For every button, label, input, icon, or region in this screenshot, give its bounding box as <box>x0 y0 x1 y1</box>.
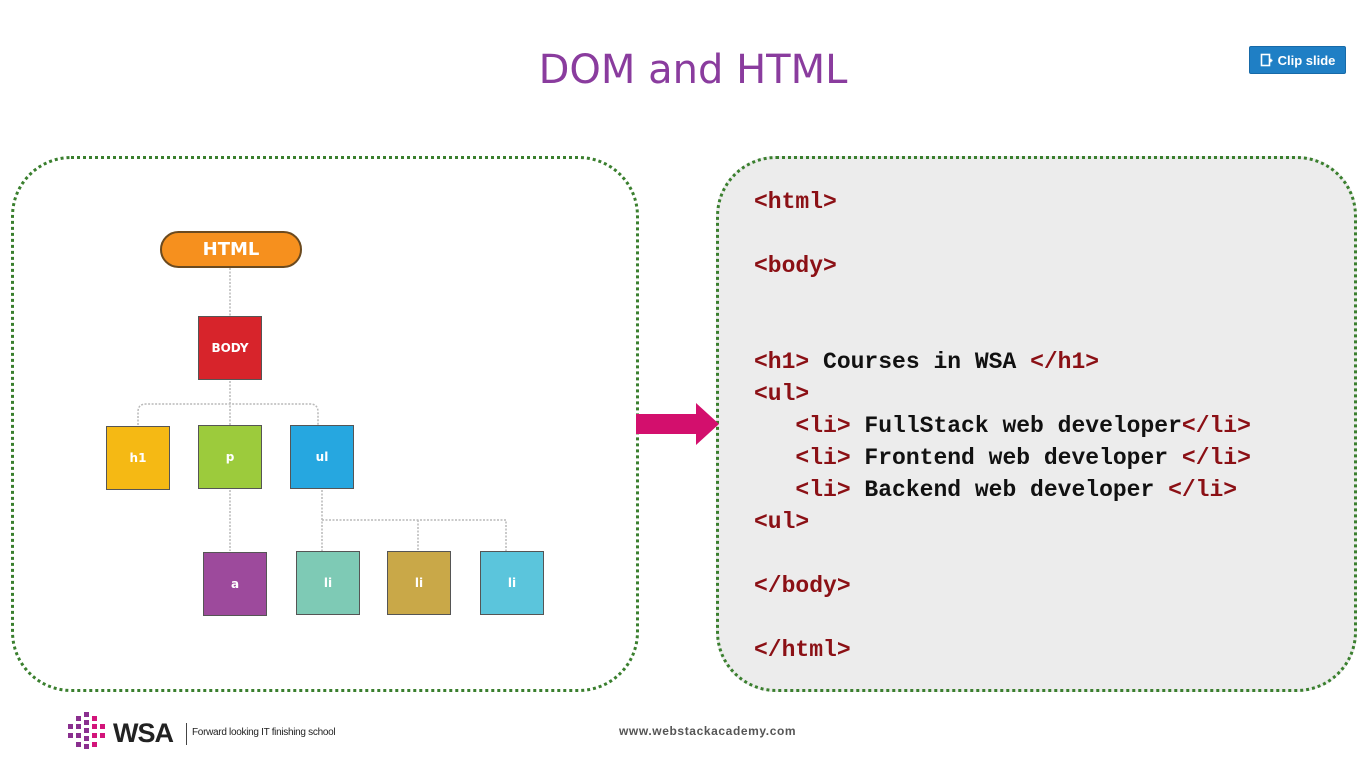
html-code-panel <box>716 156 1357 692</box>
html-code-block: <html> <body> <h1> Courses in WSA </h1> … <box>754 186 1251 666</box>
dom-node-h1: h1 <box>106 426 170 490</box>
wsa-logo-text: WSA <box>113 718 174 748</box>
code-line: <li> FullStack web developer</li> <box>754 413 1251 439</box>
dom-node-html: HTML <box>160 231 302 268</box>
dom-node-a: a <box>203 552 267 616</box>
clip-slide-button[interactable]: Clip slide <box>1249 46 1346 74</box>
dom-node-li: li <box>296 551 360 615</box>
dom-node-p: p <box>198 425 262 489</box>
code-line: <ul> <box>754 381 810 407</box>
dom-node-ul: ul <box>290 425 354 489</box>
code-line: <li> Backend web developer </li> <box>754 477 1238 503</box>
right-arrow-icon <box>636 403 719 445</box>
code-line: <html> <box>754 189 837 215</box>
clip-slide-label: Clip slide <box>1277 52 1336 68</box>
wsa-logo-icon <box>68 712 105 749</box>
dom-node-li: li <box>480 551 544 615</box>
dom-node-body: BODY <box>198 316 262 380</box>
code-line: <h1> Courses in WSA </h1> <box>754 349 1100 375</box>
code-line: </body> <box>754 573 851 599</box>
dom-node-li: li <box>387 551 451 615</box>
website-url: www.webstackacademy.com <box>619 724 797 738</box>
clip-icon <box>1260 53 1273 67</box>
code-line: </html> <box>754 637 851 663</box>
code-line: <li> Frontend web developer </li> <box>754 445 1251 471</box>
slide-title: DOM and HTML <box>538 47 848 93</box>
logo-divider <box>186 723 187 745</box>
code-line: <body> <box>754 253 837 279</box>
code-line: <ul> <box>754 509 810 535</box>
logo-tagline: Forward looking IT finishing school <box>192 727 336 738</box>
